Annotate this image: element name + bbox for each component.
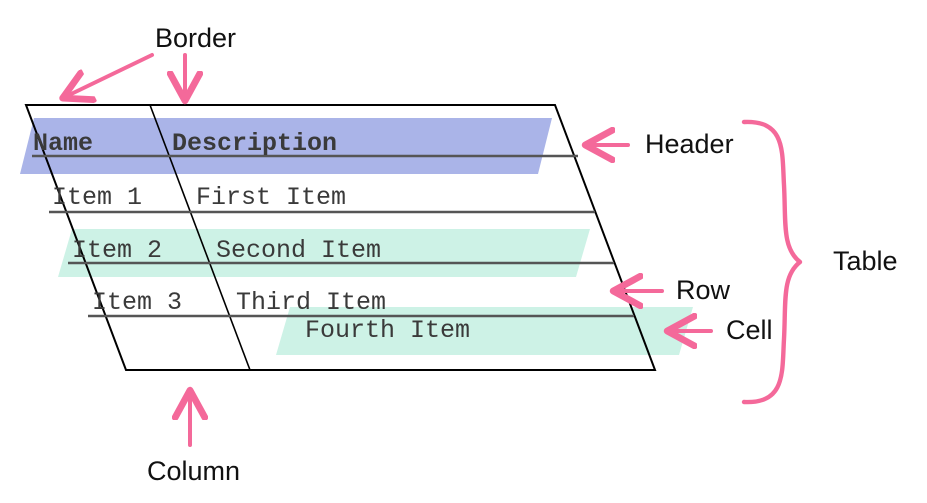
annotation-label-row: Row [676, 275, 731, 305]
row-highlight-band [58, 229, 590, 277]
body-cell-name-3: Item 3 [92, 288, 183, 317]
floating-cell-text: Fourth Item [305, 316, 471, 345]
body-cell-description-3: Third Item [236, 288, 387, 317]
table-brace [741, 119, 803, 405]
annotation-label-border: Border [155, 23, 237, 53]
annotation-label-cell: Cell [726, 315, 773, 345]
header-highlight-band [20, 118, 552, 174]
table-outer-border [24, 104, 657, 371]
body-cell-description-2: Second Item [216, 236, 382, 265]
highlight-bands [20, 118, 693, 355]
annotation-label-column: Column [147, 456, 241, 486]
annotation-label-header: Header [645, 129, 734, 159]
body-cell-description-1: First Item [196, 183, 347, 212]
border-arrow-diagonal [67, 53, 154, 96]
row-separator-rules [32, 154, 634, 318]
body-cell-name-2: Item 2 [72, 236, 163, 265]
header-cell-description: Description [172, 129, 338, 158]
table-border-outline [24, 104, 657, 371]
annotation-label-table: Table [833, 246, 898, 276]
body-cell-name-1: Item 1 [52, 183, 143, 212]
cell-highlight-band [276, 307, 693, 355]
header-cell-name: Name [33, 129, 94, 158]
column-divider-border [149, 104, 251, 371]
